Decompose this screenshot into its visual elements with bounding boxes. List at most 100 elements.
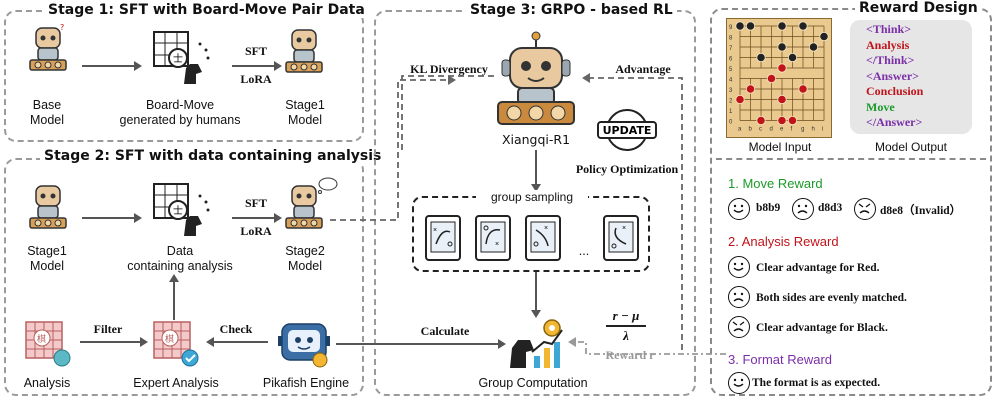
output-tag-4: <Answer> bbox=[866, 68, 920, 83]
svg-text:?: ? bbox=[60, 24, 64, 32]
base-model-robot-icon: ? bbox=[29, 24, 67, 71]
stage3-title: Stage 3: GRPO - based RL bbox=[466, 2, 677, 18]
expert-analysis-label: Expert Analysis bbox=[133, 376, 219, 390]
board-file-label: b bbox=[749, 127, 753, 133]
board-rank-label: 2 bbox=[729, 99, 733, 105]
board-rank-label: 7 bbox=[729, 46, 733, 52]
analysis-reward-item-1: Clear advantage for Red. bbox=[756, 262, 880, 274]
board-piece bbox=[735, 21, 745, 31]
board-piece bbox=[777, 63, 787, 73]
svg-text:棋: 棋 bbox=[165, 333, 174, 345]
output-tag-5: Conclusion bbox=[866, 84, 924, 98]
arrow-base-to-board bbox=[82, 61, 142, 71]
output-tag-2: Analysis bbox=[866, 37, 910, 52]
board-piece bbox=[756, 52, 766, 63]
move-reward-item-3: d8e8（Invalid） bbox=[880, 205, 962, 217]
board-rank-label: 1 bbox=[729, 109, 733, 115]
xiangqi-r1-label: Xiangqi-R1 bbox=[501, 132, 571, 147]
board-piece bbox=[787, 115, 798, 126]
smile-face-icon bbox=[728, 256, 750, 278]
frown-face-icon bbox=[792, 198, 814, 220]
board-piece bbox=[756, 115, 766, 126]
xiangqi-r1-robot-icon bbox=[497, 31, 575, 125]
arrow-sampling-to-computation bbox=[531, 272, 541, 318]
board-rank-label: 0 bbox=[729, 120, 733, 126]
reward-r-arrow bbox=[568, 337, 726, 355]
analysis-reward-item-2: Both sides are evenly matched. bbox=[756, 292, 907, 304]
arrow-board-to-stage1 bbox=[232, 61, 282, 71]
pikafish-engine-icon bbox=[278, 323, 330, 368]
board-piece bbox=[808, 42, 819, 52]
arrow-expert-to-data bbox=[169, 274, 179, 320]
pikafish-engine-label: Pikafish Engine bbox=[262, 376, 350, 390]
arrow-stage2-to-xiangqi bbox=[330, 75, 456, 221]
stage1-sft-label: SFT bbox=[244, 44, 267, 58]
reward-title: Reward Design bbox=[855, 0, 982, 16]
svg-text:士: 士 bbox=[173, 204, 183, 217]
sampling-board-3-icon: × bbox=[525, 215, 561, 261]
arrow-engine-to-computation bbox=[336, 339, 506, 349]
group-computation-icon bbox=[510, 319, 563, 368]
board-piece bbox=[798, 84, 808, 94]
kl-divergency-loop-arrow bbox=[401, 75, 494, 154]
stage2-sft-label: SFT bbox=[244, 196, 267, 210]
reward-r-label: Reward r bbox=[605, 348, 655, 362]
reward-divider bbox=[716, 158, 986, 160]
board-rank-label: 8 bbox=[729, 36, 733, 42]
svg-text:UPDATE: UPDATE bbox=[603, 124, 652, 137]
board-file-label: e bbox=[780, 127, 784, 133]
filter-label: Filter bbox=[93, 322, 123, 336]
expert-analysis-board-icon: 棋 bbox=[153, 321, 199, 367]
model-output-box bbox=[850, 20, 972, 134]
board-file-label: c bbox=[759, 127, 762, 133]
sampling-ellipsis: ... bbox=[578, 244, 590, 258]
analysis-reward-title: 2. Analysis Reward bbox=[728, 234, 839, 249]
check-label: Check bbox=[219, 322, 253, 336]
board-file-label: g bbox=[801, 127, 804, 133]
policy-optimization-label: Policy Optimization bbox=[575, 162, 679, 176]
move-reward-item-1: b8b9 bbox=[756, 202, 781, 214]
board-file-label: f bbox=[791, 127, 793, 133]
sampling-board-1-icon: × bbox=[425, 215, 461, 261]
output-tag-6: Move bbox=[866, 99, 895, 114]
board-rank-label: 9 bbox=[729, 25, 733, 31]
board-move-icon: 士 bbox=[153, 31, 210, 84]
update-badge-icon: UPDATE bbox=[597, 109, 657, 151]
analysis-reward-item-3: Clear advantage for Black. bbox=[756, 322, 888, 334]
arrow-data-to-stage2 bbox=[232, 213, 282, 223]
svg-text:×: × bbox=[622, 225, 626, 232]
board-rank-label: 6 bbox=[729, 57, 733, 63]
format-reward-item-1: The format is as expected. bbox=[752, 377, 881, 389]
svg-text:士: 士 bbox=[173, 52, 183, 65]
data-analysis-icon: 士 bbox=[153, 183, 210, 236]
formula-fraction-bar bbox=[606, 325, 646, 327]
board-file-label: a bbox=[738, 127, 742, 133]
reward-panel bbox=[710, 8, 992, 396]
advantage-loop-arrow bbox=[582, 73, 683, 350]
board-piece bbox=[735, 94, 745, 105]
board-piece bbox=[777, 94, 787, 105]
formula-denominator: λ bbox=[623, 328, 629, 343]
board-piece bbox=[798, 21, 808, 31]
group-computation-label: Group Computation bbox=[478, 376, 588, 390]
board-file-label: h bbox=[812, 127, 815, 133]
svg-text:×: × bbox=[433, 227, 437, 234]
board-piece bbox=[766, 73, 777, 84]
group-sampling-label: group sampling bbox=[476, 190, 588, 205]
calculate-label: Calculate bbox=[420, 324, 470, 338]
smile-face-icon bbox=[728, 372, 750, 394]
sampling-board-4-icon: × bbox=[603, 215, 639, 261]
format-reward-title: 3. Format Reward bbox=[728, 352, 833, 367]
advantage-label: Advantage bbox=[615, 62, 671, 76]
board-piece bbox=[777, 42, 787, 52]
kl-divergency-label: KL Divergency bbox=[410, 62, 488, 76]
board-piece bbox=[777, 21, 787, 31]
model-input-label: Model Input bbox=[748, 140, 812, 154]
formula-numerator: r − μ bbox=[612, 308, 640, 323]
